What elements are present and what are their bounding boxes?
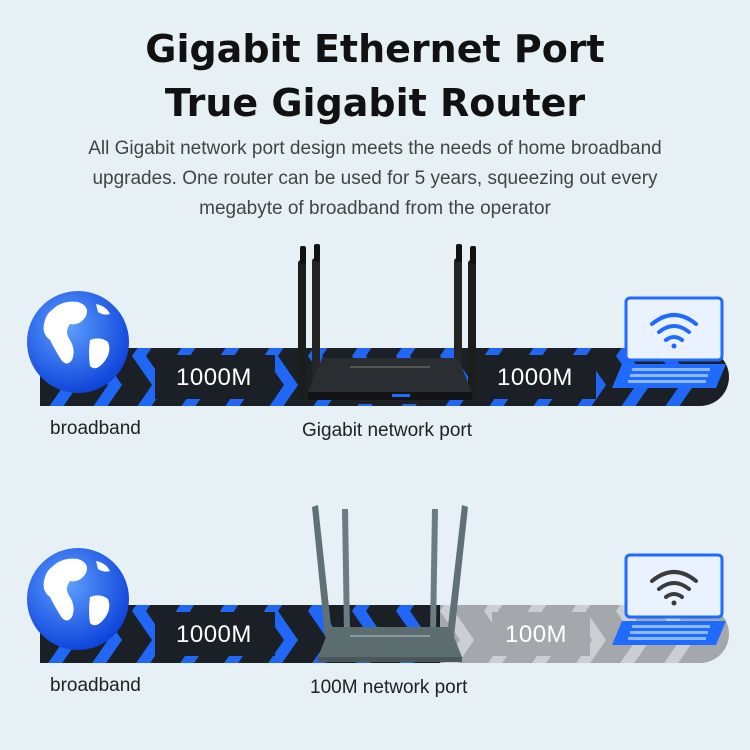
globe-icon [27, 291, 129, 393]
speed-label-right: 100M [505, 621, 568, 648]
laptop-icon [612, 296, 726, 388]
router-icon [298, 244, 476, 404]
broadband-label: broadband [50, 418, 141, 439]
speed-label-left: 1000M [176, 621, 252, 648]
port-label: 100M network port [310, 677, 468, 698]
speed-label-left: 1000M [176, 364, 252, 391]
laptop-icon [612, 553, 726, 645]
speed-label-right: 1000M [497, 364, 573, 391]
router-icon [312, 505, 468, 662]
wifi-icon [650, 570, 698, 606]
page-title: Gigabit Ethernet Port [145, 27, 605, 71]
hundred-m-scene: 1000M 100M broadband 100M network port [0, 495, 750, 745]
globe-icon [27, 548, 129, 650]
port-label: Gigabit network port [302, 420, 473, 441]
wifi-icon [650, 313, 698, 349]
gigabit-scene-art [27, 244, 729, 406]
gigabit-scene: 1000M 1000M broadband Gigabit network po… [0, 240, 750, 490]
page-subtitle: True Gigabit Router [164, 81, 586, 125]
description: All Gigabit network port design meets th… [88, 138, 662, 219]
broadband-label: broadband [50, 675, 141, 696]
hundred-m-scene-art [27, 505, 729, 663]
